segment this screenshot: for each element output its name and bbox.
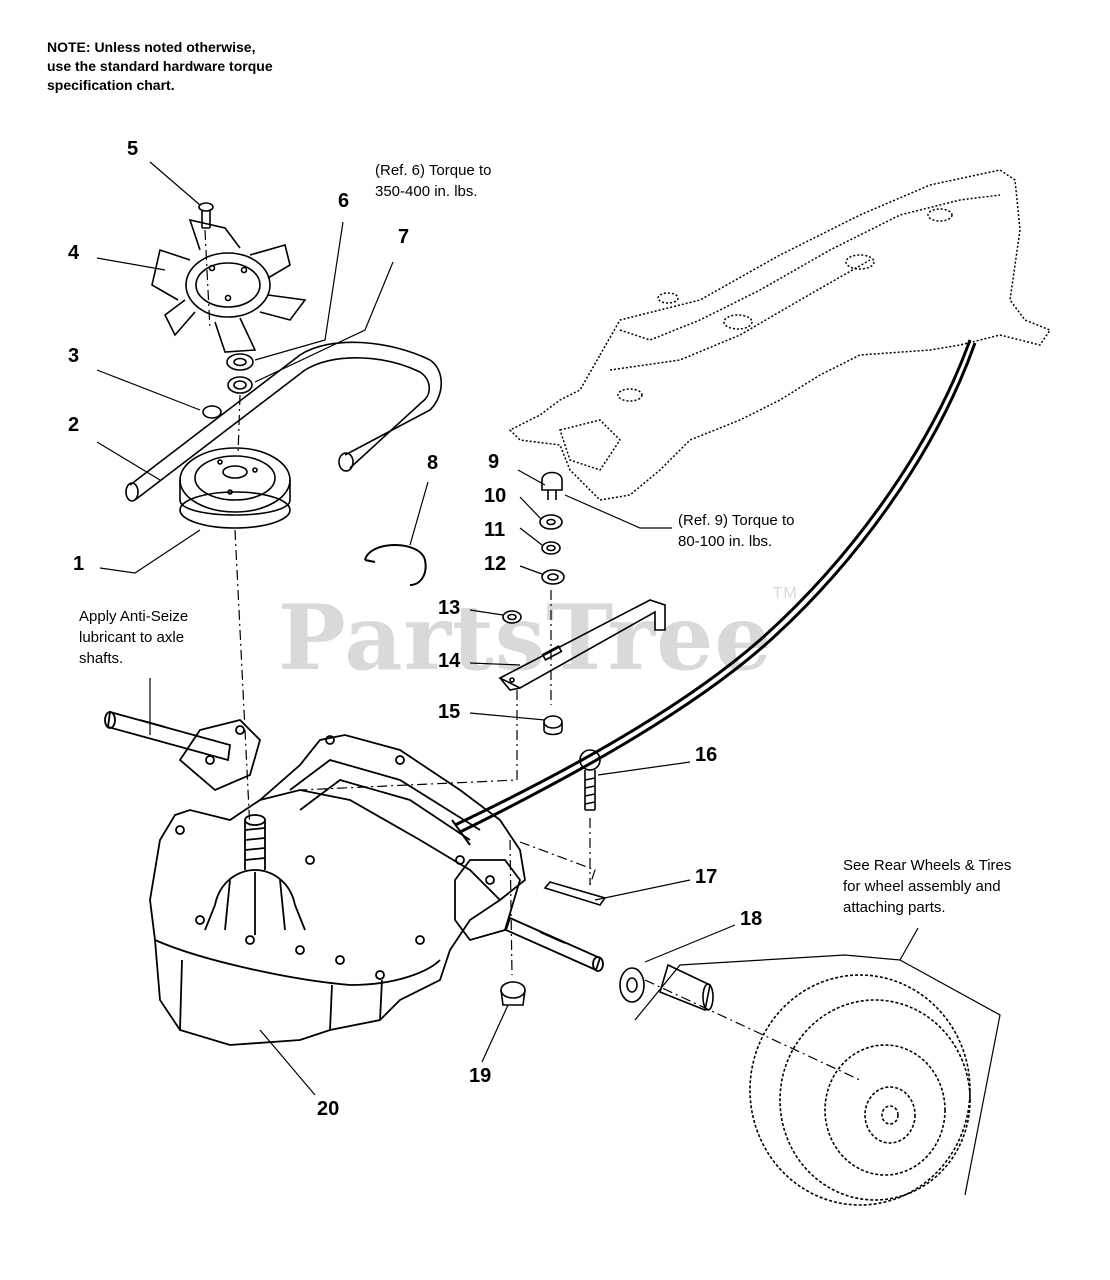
ref9-line-2: 80-100 in. lbs.: [678, 533, 773, 550]
ref9-line-1: (Ref. 9) Torque to: [678, 512, 795, 529]
part-label-2[interactable]: 2: [68, 414, 80, 436]
part-label-1[interactable]: 1: [73, 553, 85, 575]
part-label-19[interactable]: 19: [469, 1065, 492, 1087]
part-label-5[interactable]: 5: [127, 138, 139, 160]
transaxle: [104, 710, 604, 1046]
axle-washer: [619, 967, 645, 1003]
ref6-line-2: 350-400 in. lbs.: [375, 183, 478, 200]
antiseize-line-3: shafts.: [79, 650, 124, 667]
antiseize-line-2: lubricant to axle: [79, 629, 185, 646]
ref6-torque-callout: (Ref. 6) Torque to 350-400 in. lbs.: [375, 160, 491, 202]
axle-spacer: [659, 963, 714, 1012]
washer-3: [202, 405, 222, 419]
drive-cable: [451, 339, 977, 846]
part-label-11[interactable]: 11: [484, 519, 506, 541]
part-label-7[interactable]: 7: [398, 226, 410, 248]
part-label-20[interactable]: 20: [317, 1098, 340, 1120]
note-line-1: NOTE: Unless noted otherwise,: [47, 39, 256, 55]
nut-13: [502, 610, 522, 624]
chassis-frame: [508, 169, 1052, 501]
part-label-10[interactable]: 10: [484, 485, 507, 507]
rear-wheel: [749, 974, 971, 1206]
watermark: PartsTreeTM: [278, 585, 798, 691]
drive-pulley: [179, 447, 291, 529]
cooling-fan: [151, 218, 307, 353]
pulley-nut: [226, 353, 254, 394]
retaining-clip: [364, 544, 427, 586]
part-label-3[interactable]: 3: [68, 345, 80, 367]
part-label-15[interactable]: 15: [438, 701, 461, 723]
antiseize-line-1: Apply Anti-Seize: [79, 608, 189, 625]
antiseize-callout: Apply Anti-Seize lubricant to axle shaft…: [79, 606, 188, 669]
part-label-9[interactable]: 9: [488, 451, 500, 473]
ball-bolt: [579, 749, 601, 811]
bolt-stack: [539, 471, 565, 585]
key: [543, 881, 607, 906]
ref9-torque-callout: (Ref. 9) Torque to 80-100 in. lbs.: [678, 510, 794, 552]
rear-wheels-callout: See Rear Wheels & Tires for wheel assemb…: [843, 855, 1011, 918]
part-label-16[interactable]: 16: [695, 744, 718, 766]
part-label-12[interactable]: 12: [484, 553, 507, 575]
fan-screw: [198, 202, 214, 229]
ref6-line-1: (Ref. 6) Torque to: [375, 162, 492, 179]
part-label-18[interactable]: 18: [740, 908, 763, 930]
torque-note: NOTE: Unless noted otherwise, use the st…: [47, 38, 273, 95]
part-label-8[interactable]: 8: [427, 452, 439, 474]
drain-plug: [500, 981, 526, 1006]
part-label-6[interactable]: 6: [338, 190, 350, 212]
leader-lines: [96, 161, 1001, 1196]
part-label-4[interactable]: 4: [68, 242, 80, 264]
wheels-line-3: attaching parts.: [843, 899, 946, 916]
nut-15: [543, 715, 563, 736]
wheels-line-2: for wheel assembly and: [843, 878, 1001, 895]
watermark-text: PartsTree: [278, 585, 773, 691]
watermark-tm: TM: [772, 585, 798, 602]
part-label-14[interactable]: 14: [438, 650, 461, 672]
bracket: [498, 599, 666, 691]
wheels-line-1: See Rear Wheels & Tires: [843, 857, 1012, 874]
assembly-centerlines: [204, 229, 861, 1081]
note-line-2: use the standard hardware torque: [47, 58, 273, 74]
part-label-17[interactable]: 17: [695, 866, 718, 888]
v-belt: [125, 341, 442, 502]
part-label-13[interactable]: 13: [438, 597, 461, 619]
note-line-3: specification chart.: [47, 77, 175, 93]
